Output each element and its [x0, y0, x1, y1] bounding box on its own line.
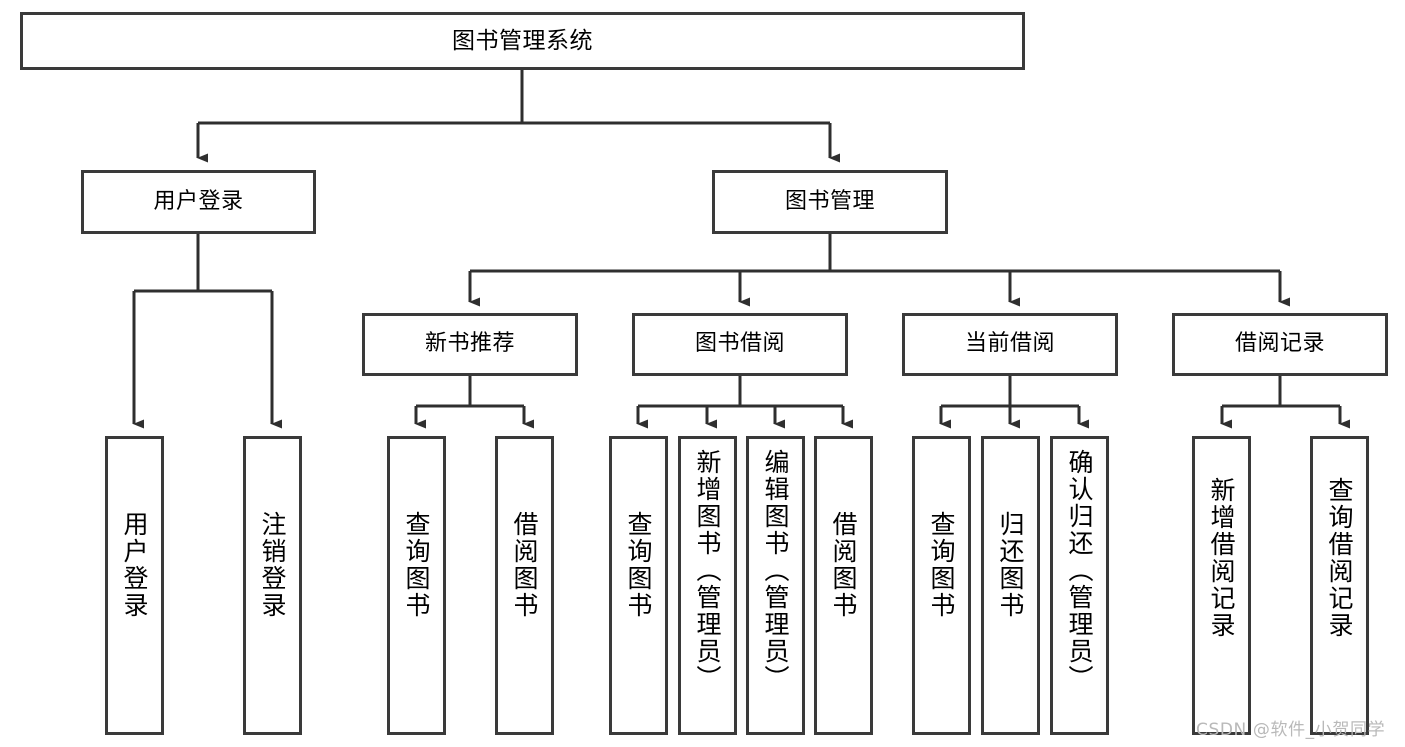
node-book-borrow-label: 图书借阅 [694, 331, 785, 357]
node-leaf-return-book[interactable]: 归还图书 [981, 436, 1040, 735]
node-user-login-label: 用户登录 [153, 188, 244, 214]
node-leaf-confirm-return[interactable]: 确认归还（管理员） [1050, 436, 1109, 735]
node-leaf-query-record[interactable]: 查询借阅记录 [1310, 436, 1369, 735]
node-current-borrow-label: 当前借阅 [964, 331, 1055, 357]
node-root[interactable]: 图书管理系统 [20, 12, 1025, 70]
node-leaf-confirm-return-label: 确认归还（管理员） [1065, 449, 1094, 692]
node-leaf-query-record-label: 查询借阅记录 [1325, 477, 1354, 639]
node-leaf-query-book-3[interactable]: 查询图书 [912, 436, 971, 735]
node-leaf-user-login[interactable]: 用户登录 [105, 436, 164, 735]
node-user-login[interactable]: 用户登录 [81, 170, 316, 234]
node-leaf-query-book-1[interactable]: 查询图书 [387, 436, 446, 735]
node-borrow-record[interactable]: 借阅记录 [1172, 313, 1388, 376]
node-leaf-query-book-1-label: 查询图书 [402, 511, 431, 619]
node-current-borrow[interactable]: 当前借阅 [902, 313, 1118, 376]
node-book-manage[interactable]: 图书管理 [712, 170, 948, 234]
node-leaf-user-login-label: 用户登录 [120, 511, 149, 619]
node-borrow-record-label: 借阅记录 [1234, 331, 1325, 357]
node-leaf-add-book-label: 新增图书（管理员） [693, 449, 722, 692]
node-new-book-rec[interactable]: 新书推荐 [362, 313, 578, 376]
node-leaf-query-book-2[interactable]: 查询图书 [609, 436, 668, 735]
node-new-book-rec-label: 新书推荐 [424, 331, 515, 357]
watermark: CSDN @软件_小贺同学 [1196, 720, 1386, 740]
node-leaf-logout[interactable]: 注销登录 [243, 436, 302, 735]
node-book-manage-label: 图书管理 [784, 188, 875, 214]
node-leaf-borrow-book-2-label: 借阅图书 [829, 511, 858, 619]
node-leaf-borrow-book-2[interactable]: 借阅图书 [814, 436, 873, 735]
node-leaf-return-book-label: 归还图书 [996, 511, 1025, 619]
node-leaf-edit-book[interactable]: 编辑图书（管理员） [746, 436, 805, 735]
node-root-label: 图书管理系统 [452, 27, 593, 54]
node-leaf-edit-book-label: 编辑图书（管理员） [761, 449, 790, 692]
node-leaf-borrow-book-1[interactable]: 借阅图书 [495, 436, 554, 735]
node-leaf-add-record-label: 新增借阅记录 [1207, 477, 1236, 639]
node-leaf-add-book[interactable]: 新增图书（管理员） [678, 436, 737, 735]
node-leaf-add-record[interactable]: 新增借阅记录 [1192, 436, 1251, 735]
node-leaf-query-book-3-label: 查询图书 [927, 511, 956, 619]
node-leaf-logout-label: 注销登录 [258, 511, 287, 619]
node-book-borrow[interactable]: 图书借阅 [632, 313, 848, 376]
node-leaf-query-book-2-label: 查询图书 [624, 511, 653, 619]
node-leaf-borrow-book-1-label: 借阅图书 [510, 511, 539, 619]
